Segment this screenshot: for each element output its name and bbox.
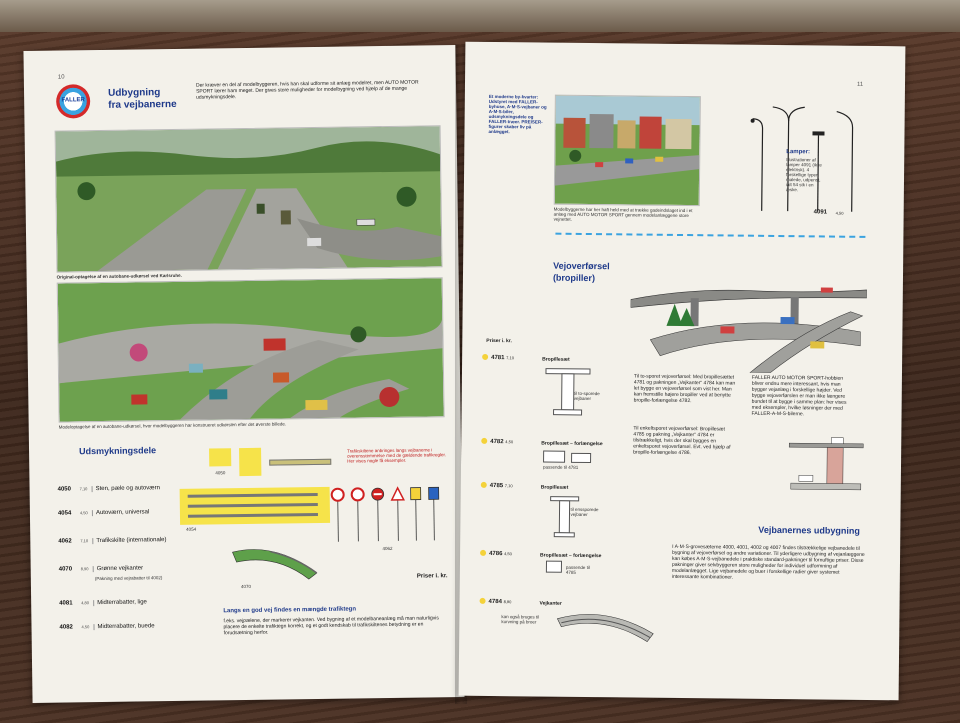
item-4786-name: Bropillesæt – forlængelse [540,552,602,560]
bridge-pier-4785-figure [550,496,580,538]
right-page: 11 Et moderne by-kvarter: Udstyret med F… [458,41,906,701]
prices-label-right: Priser i. kr. [486,337,512,345]
item-4781-sub: til to-sporede vejbaner [573,390,600,402]
lamps-figure [750,106,854,212]
item-4782: 4782 4,50 [481,437,513,445]
fig-label-4062: 4062 [382,545,393,552]
pier-extension-4786-figure [545,560,563,573]
item-4785: 4785 7,10 [480,481,513,489]
item-4781: 4781 7,10 [482,353,514,361]
item-4786: 4786 4,50 [480,549,512,557]
photo-real-highway [54,125,443,273]
fig-label-4050: 4050 [215,470,226,476]
photo-city-quarter [553,94,701,207]
signs-note: Trafikskiltene anbringes langs vejbanern… [347,447,446,464]
bottom-title-left: Langs en god vej findes en mængde trafik… [223,606,357,615]
lamps-text: Illustrationer af lamper 4091 (ikke elek… [785,157,822,193]
road-edges-4784-figure [556,614,654,643]
item-4784-name: Vejkanter [539,600,562,607]
item-4785-name: Bropillesæt [540,484,569,491]
part-universal-guardrail-figure [179,486,331,525]
right-text-faller: FALLER AUTO MOTOR SPORT-hobbien bliver e… [751,374,847,418]
bottom-title-right: Vejbanernes udbygning [758,524,860,536]
middle-text-two-lane: Til to-sporet vejoverførsel: Med bropill… [633,373,736,405]
left-page: 10 FALLER Udbygning fra vejbanerne Der k… [23,45,465,703]
background-wall [0,0,960,32]
bottom-text-left: f.eks. vejpælene, der markerer vejkanten… [223,615,439,637]
section-title-bropiller: (bropiller) [552,272,596,284]
lamps-price: 4,50 [835,210,844,216]
dashed-divider [555,232,866,238]
photo-model-highway [56,277,445,423]
part-posts-figure [239,447,262,477]
prices-label-left: Priser i. kr. [416,573,448,580]
item-4781-name: Bropillesæt [542,356,570,363]
fig-label-4054: 4054 [186,526,197,532]
middle-text-single-lane: Til enkeltsporet vejoverførsel: Bropille… [633,425,731,457]
faller-logo: FALLER [55,84,91,119]
section-title-udsmykningsdele: Udsmykningsdele [78,445,157,457]
item-4786-sub: passende til 4785 [565,564,590,575]
part-guardrail-figure [269,458,332,466]
photo-city-caption: Modelbyggerne har her haft held med at t… [553,206,693,222]
green-verge-figure [232,549,318,580]
intro-text: Der kræver en del af modelbyggeren, hvis… [195,79,419,101]
item-4070-note: (Pakning med vejrabatter til 4002) [94,575,163,582]
small-overpass-diagram [788,437,864,491]
part-stones-figure [209,448,232,467]
traffic-signs-figure [330,486,440,542]
fig-label-4070: 4070 [240,583,252,590]
caption-real-highway: Original-optagelse af en autobane-udkørs… [56,272,182,280]
page-number-left: 10 [57,74,65,81]
title-line2: fra vejbanerne [108,98,177,111]
logo-text: FALLER [61,97,85,104]
lamps-title: Lamper: [786,149,811,156]
item-4784: 4784 8,90 [479,597,512,605]
pier-extension-4782-figure-b [571,452,592,464]
item-4784-sub: kan også bruges til kurvning på broer [501,614,540,625]
lamps-code: 4091 [813,209,828,216]
item-4785-sub: til enssporede vejbaner [570,506,599,518]
bridge-pier-4781-figure [545,368,591,416]
item-4782-sub: passende til 4781 [542,464,579,470]
side-text-city: Et moderne by-kvarter: Udstyret med FALL… [488,93,547,135]
item-4782-name: Bropillesæt – forlængelse [541,440,603,448]
title-line1: Udbygning [107,87,161,99]
bottom-text-right: I A·M·S-grovesæterne 4000, 4001, 4002 og… [671,543,865,581]
pier-extension-4782-figure-a [543,450,566,463]
section-title-vejoverforsel: Vejoverførsel [553,260,610,272]
overpass-illustration [629,279,867,374]
page-number-right: 11 [856,81,864,88]
